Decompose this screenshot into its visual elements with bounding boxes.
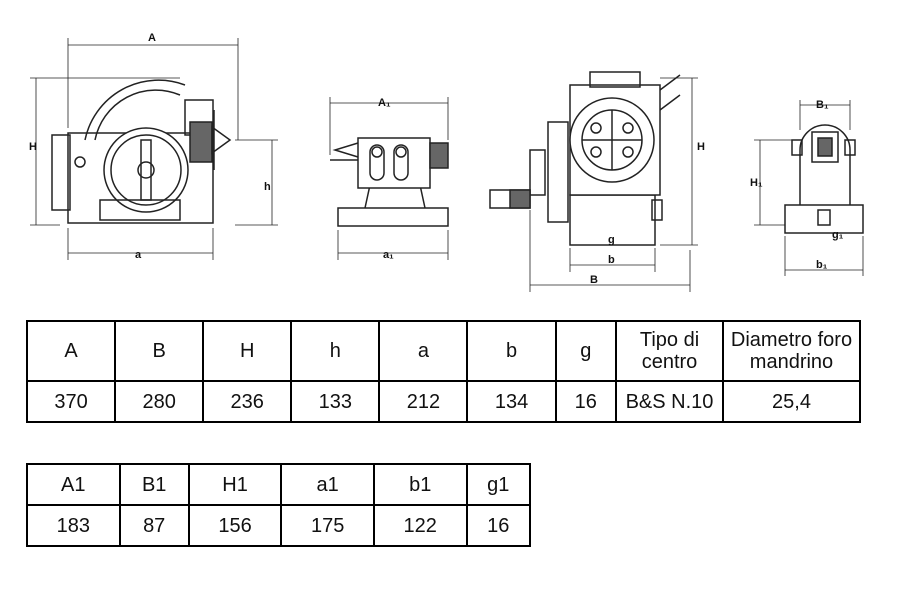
technical-drawings: A H h a A₁ a₁ H g b B B₁ H₁ g₁ b₁ (29, 32, 864, 292)
dim-label-A: A (148, 32, 156, 44)
dim-label-H1: H₁ (750, 177, 763, 189)
table-header-row: A1 B1 H1 a1 b1 g1 (26, 463, 531, 506)
dim-label-H-front: H (697, 141, 705, 153)
dim-label-a1: a₁ (383, 249, 394, 261)
tailstock-spec-table: A1 B1 H1 a1 b1 g1 183 87 156 175 122 16 (26, 463, 531, 547)
dim-label-H: H (29, 141, 37, 153)
dim-label-b: b (608, 254, 615, 266)
header-cell: Tipo di centro (615, 320, 724, 382)
dim-label-b1: b₁ (816, 259, 828, 271)
value-cell: 183 (26, 504, 121, 547)
header-cell: H1 (187, 463, 283, 506)
header-cell: A (25, 320, 117, 382)
dim-label-a: a (135, 249, 142, 261)
value-cell: 156 (187, 504, 283, 547)
table-row: 183 87 156 175 122 16 (26, 504, 531, 547)
header-cell: A1 (26, 463, 121, 506)
dividing-head-side-view (51, 79, 232, 224)
header-cell: g1 (465, 463, 531, 506)
header-cell: B1 (118, 463, 190, 506)
header-cell: h (290, 320, 381, 382)
header-cell: a1 (280, 463, 375, 506)
value-cell: 175 (280, 504, 375, 547)
value-cell: 16 (465, 504, 531, 547)
value-cell: 25,4 (722, 380, 861, 423)
dim-label-A1: A₁ (378, 97, 391, 109)
dim-label-h: h (264, 181, 271, 193)
header-cell: H (202, 320, 293, 382)
value-cell: 212 (378, 380, 469, 423)
value-cell: 133 (290, 380, 381, 423)
dim-label-g: g (608, 234, 615, 246)
tailstock-front-view (784, 124, 864, 234)
dim-label-B: B (590, 274, 598, 286)
table-header-row: A B H h a b g Tipo di centro Diametro fo… (25, 320, 861, 382)
header-cell: b (466, 320, 557, 382)
value-cell: 122 (372, 504, 468, 547)
value-cell: 16 (554, 380, 618, 423)
dim-label-g1: g₁ (832, 229, 844, 241)
dividing-head-spec-table: A B H h a b g Tipo di centro Diametro fo… (25, 320, 861, 423)
tailstock-side-view (330, 137, 449, 227)
value-cell: 134 (466, 380, 557, 423)
dividing-head-front-view (489, 71, 681, 246)
header-cell: Diametro foro mandrino (722, 320, 861, 382)
value-cell: B&S N.10 (615, 380, 724, 423)
value-cell: 280 (114, 380, 205, 423)
header-cell: a (378, 320, 469, 382)
value-cell: 87 (118, 504, 190, 547)
table-row: 370 280 236 133 212 134 16 B&S N.10 25,4 (25, 380, 861, 423)
value-cell: 370 (25, 380, 117, 423)
header-cell: B (114, 320, 205, 382)
value-cell: 236 (202, 380, 293, 423)
header-cell: b1 (372, 463, 468, 506)
dim-label-B1: B₁ (816, 99, 829, 111)
header-cell: g (554, 320, 618, 382)
